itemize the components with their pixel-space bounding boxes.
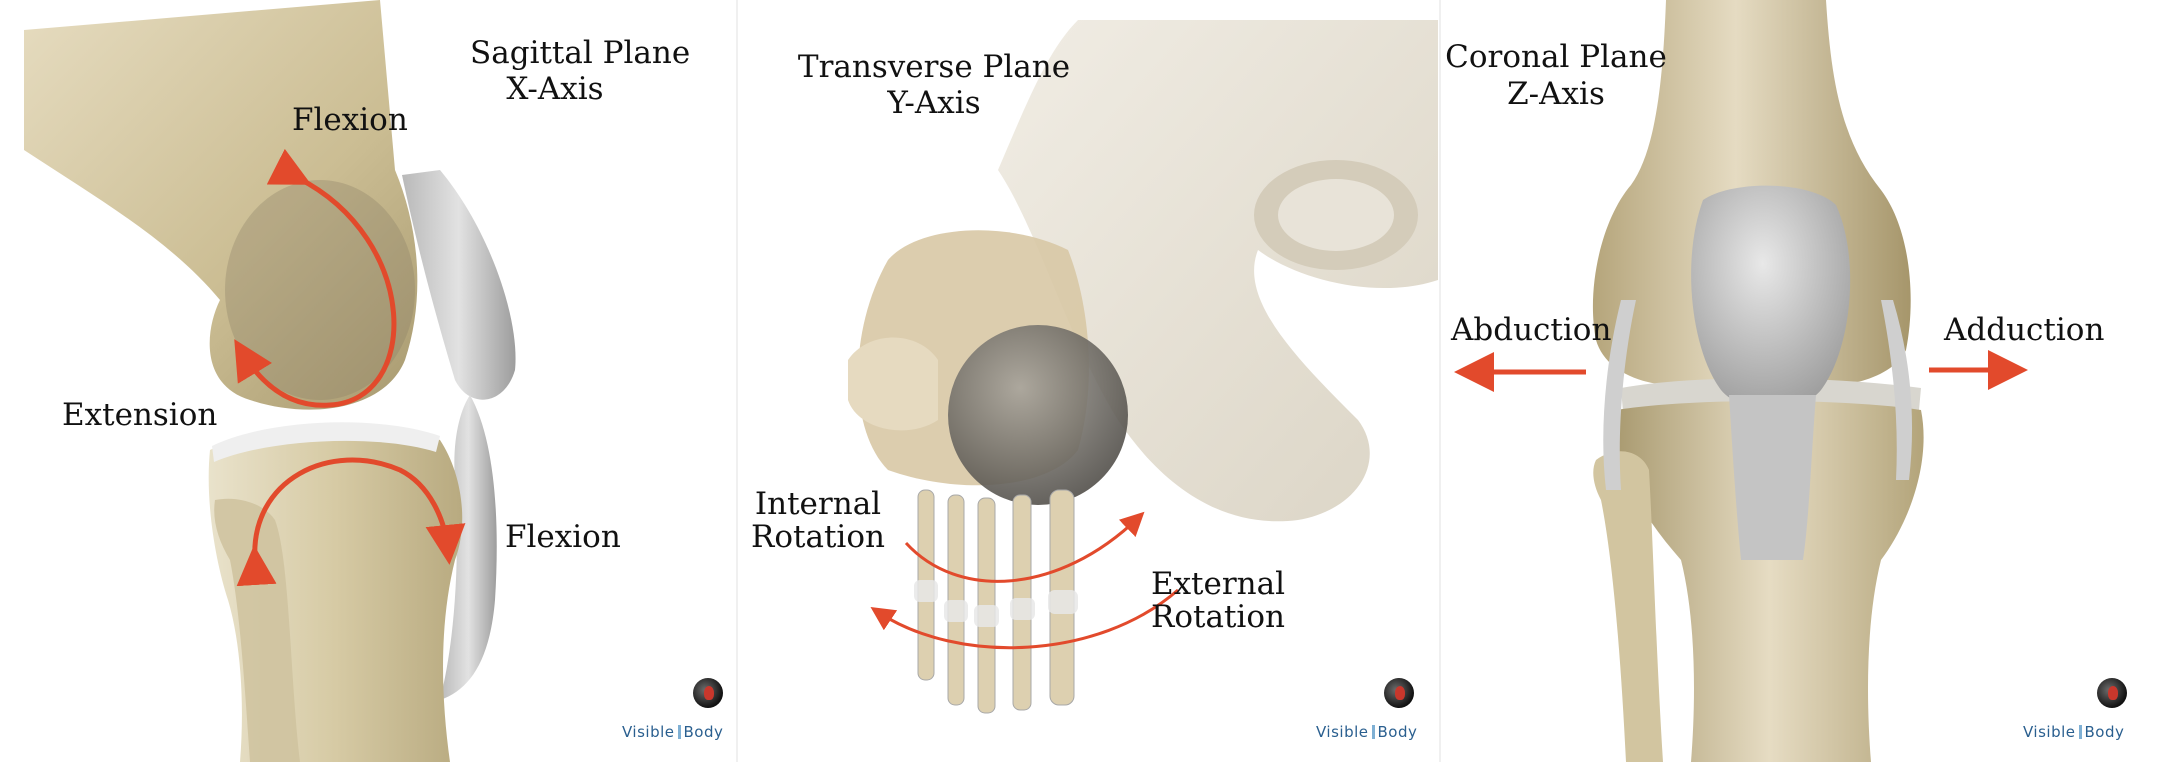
femur-bone	[24, 0, 418, 410]
visible-body-logo-icon	[2097, 678, 2127, 708]
coronal-panel: Coronal Plane Z-Axis Abduction Adduction…	[1441, 0, 2170, 762]
visible-body-brand: Visible Body	[622, 723, 723, 741]
coronal-axis-title: Z-Axis	[1507, 76, 1605, 112]
external-rotation-label-line2: Rotation	[1151, 599, 1285, 635]
sagittal-knee-illustration	[24, 0, 516, 762]
panel-divider-1	[736, 0, 738, 762]
coronal-patella	[1691, 185, 1851, 409]
transverse-axis-title: Y-Axis	[887, 85, 981, 121]
external-rotation-label-line1: External	[1150, 566, 1286, 602]
visible-body-brand: Visible Body	[2023, 723, 2124, 741]
coronal-plane-title: Coronal Plane	[1445, 39, 1667, 75]
internal-rotation-label-line2: Rotation	[751, 519, 885, 555]
coronal-knee-illustration	[1454, 0, 2028, 762]
coronal-fibula-bone	[1593, 451, 1663, 762]
internal-rotation-label-line1: Internal	[754, 486, 882, 522]
femoral-head	[948, 325, 1128, 505]
sagittal-axis-title: X-Axis	[506, 71, 604, 107]
transverse-panel: Transverse Plane Y-Axis Internal Rotatio…	[738, 0, 1438, 762]
patella	[402, 170, 516, 400]
sagittal-plane-title: Sagittal Plane	[470, 35, 691, 71]
visible-body-brand: Visible Body	[1316, 723, 1417, 741]
patellar-tendon	[440, 395, 497, 700]
transverse-plane-title: Transverse Plane	[797, 49, 1071, 85]
transverse-hip-illustration	[848, 20, 1438, 714]
sagittal-panel: Sagittal Plane X-Axis Flexion Extension …	[0, 0, 735, 762]
visible-body-logo-icon	[1384, 678, 1414, 708]
flexion-label-bottom: Flexion	[505, 519, 621, 555]
coronal-patellar-tendon	[1729, 395, 1816, 560]
coronal-tibia-bone	[1615, 401, 1924, 762]
medial-collateral-ligament	[1603, 300, 1636, 490]
brand-body-text: Body	[2084, 723, 2125, 741]
adduction-label: Adduction	[1944, 312, 2105, 348]
brand-visible-text: Visible	[622, 723, 675, 741]
extension-label: Extension	[62, 397, 218, 433]
meniscus	[212, 422, 440, 462]
brand-body-text: Body	[683, 723, 724, 741]
abduction-label: Abduction	[1451, 312, 1612, 348]
brand-visible-text: Visible	[2023, 723, 2076, 741]
panel-divider-2	[1439, 0, 1441, 762]
lateral-collateral-ligament	[1881, 300, 1913, 480]
visible-body-logo-icon	[693, 678, 723, 708]
flexion-label-top: Flexion	[292, 102, 408, 138]
brand-visible-text: Visible	[1316, 723, 1369, 741]
brand-body-text: Body	[1377, 723, 1418, 741]
